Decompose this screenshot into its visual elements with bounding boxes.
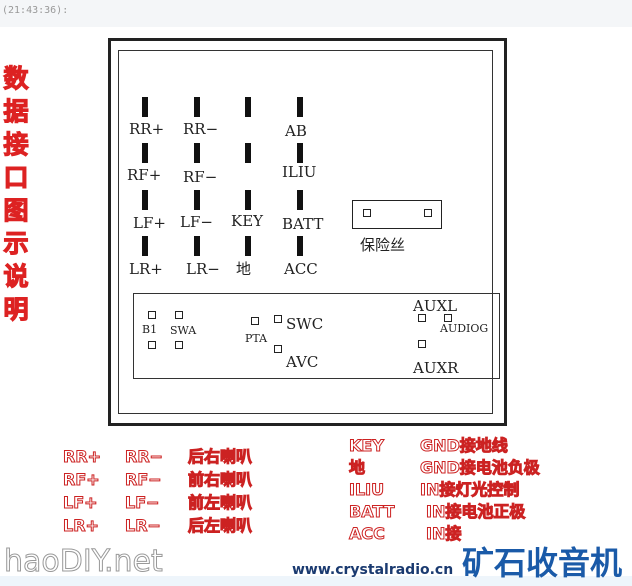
- footer-strip: [0, 576, 632, 586]
- brand-logo: 矿石收音机: [462, 544, 623, 582]
- pin-label: LR+: [129, 260, 163, 278]
- header-strip: [0, 0, 632, 27]
- aux-connector: [133, 293, 500, 379]
- pin-bar: [297, 236, 303, 256]
- pin-bar: [142, 143, 148, 163]
- pin-pad: [274, 315, 282, 323]
- conn-label: SWA: [170, 324, 197, 337]
- pin-label: RF−: [183, 168, 218, 186]
- legend-code: KEY: [349, 436, 385, 456]
- legend-desc: IN接: [425, 524, 462, 544]
- legend-code: LF+: [63, 493, 99, 513]
- legend-code: RF−: [125, 470, 163, 490]
- pin-label: LF−: [180, 213, 213, 231]
- pin-pad: [148, 341, 156, 349]
- fuse-label: 保险丝: [360, 236, 406, 254]
- conn-label: SWC: [286, 315, 324, 333]
- pin-label: RR−: [183, 120, 219, 138]
- legend-code: ILIU: [348, 480, 385, 500]
- pin-label: KEY: [231, 212, 264, 230]
- pin-label: AB: [285, 122, 307, 140]
- legend-code: ACC: [349, 524, 386, 544]
- fuse-terminal: [424, 209, 432, 217]
- pin-pad: [175, 341, 183, 349]
- legend-code: LR−: [125, 516, 162, 536]
- pin-label: RF+: [127, 166, 162, 184]
- pin-label: RR+: [129, 120, 165, 138]
- connector-diagram-frame: [108, 38, 507, 426]
- legend-desc: GND接电池负极: [420, 458, 541, 478]
- conn-label: AUXL: [413, 297, 458, 315]
- pin-label: BATT: [282, 215, 324, 233]
- pin-label: LR−: [186, 260, 220, 278]
- pin-bar: [194, 97, 200, 117]
- pin-bar: [142, 97, 148, 117]
- conn-label: AVC: [286, 353, 319, 371]
- conn-label: B1: [142, 323, 158, 336]
- pin-bar: [297, 97, 303, 117]
- pin-label: ACC: [284, 260, 318, 278]
- legend-code: RR−: [124, 447, 164, 467]
- pin-pad: [148, 311, 156, 319]
- pin-pad: [444, 314, 452, 322]
- connector-diagram-inner: [118, 50, 493, 414]
- pin-bar: [245, 190, 251, 210]
- legend-code: LF−: [125, 493, 161, 513]
- pin-pad: [175, 311, 183, 319]
- brand-url: www.crystalradio.cn: [292, 562, 454, 578]
- pin-label: LF+: [133, 214, 166, 232]
- watermark-logo: haoDIY.net: [4, 544, 164, 579]
- pin-pad: [274, 345, 282, 353]
- conn-label: AUDIOG: [440, 322, 489, 335]
- pin-pad: [418, 314, 426, 322]
- pin-bar: [245, 236, 251, 256]
- legend-desc: IN接电池正极: [425, 502, 526, 522]
- pin-bar: [142, 190, 148, 210]
- legend-code: 地: [348, 458, 366, 478]
- legend-code: BATT: [349, 502, 396, 522]
- timestamp: (21:43:36):: [2, 5, 69, 16]
- pin-bar: [194, 190, 200, 210]
- fuse-box: [352, 200, 442, 229]
- conn-label: AUXR: [413, 359, 459, 377]
- legend-desc: 前右喇叭: [187, 470, 253, 490]
- pin-bar: [142, 236, 148, 256]
- pin-pad: [418, 340, 426, 348]
- pin-bar: [194, 143, 200, 163]
- pin-pad: [251, 317, 259, 325]
- pin-label: ILIU: [282, 163, 317, 181]
- legend-code: RR+: [62, 447, 102, 467]
- pin-bar: [245, 97, 251, 117]
- fuse-terminal: [363, 209, 371, 217]
- side-title: 数据接口图示说明: [3, 63, 29, 324]
- legend-desc: IN接灯光控制: [419, 480, 520, 500]
- legend-desc: GND接地线: [420, 436, 509, 456]
- pin-bar: [297, 143, 303, 163]
- legend-desc: 后左喇叭: [187, 516, 253, 536]
- legend-desc: 后右喇叭: [187, 447, 253, 467]
- pin-bar: [297, 190, 303, 210]
- pin-bar: [245, 143, 251, 163]
- legend-code: LR+: [63, 516, 100, 536]
- conn-label: PTA: [245, 332, 268, 345]
- legend-desc: 前左喇叭: [187, 493, 253, 513]
- pin-label: 地: [236, 260, 252, 278]
- pin-bar: [194, 236, 200, 256]
- legend-code: RF+: [63, 470, 101, 490]
